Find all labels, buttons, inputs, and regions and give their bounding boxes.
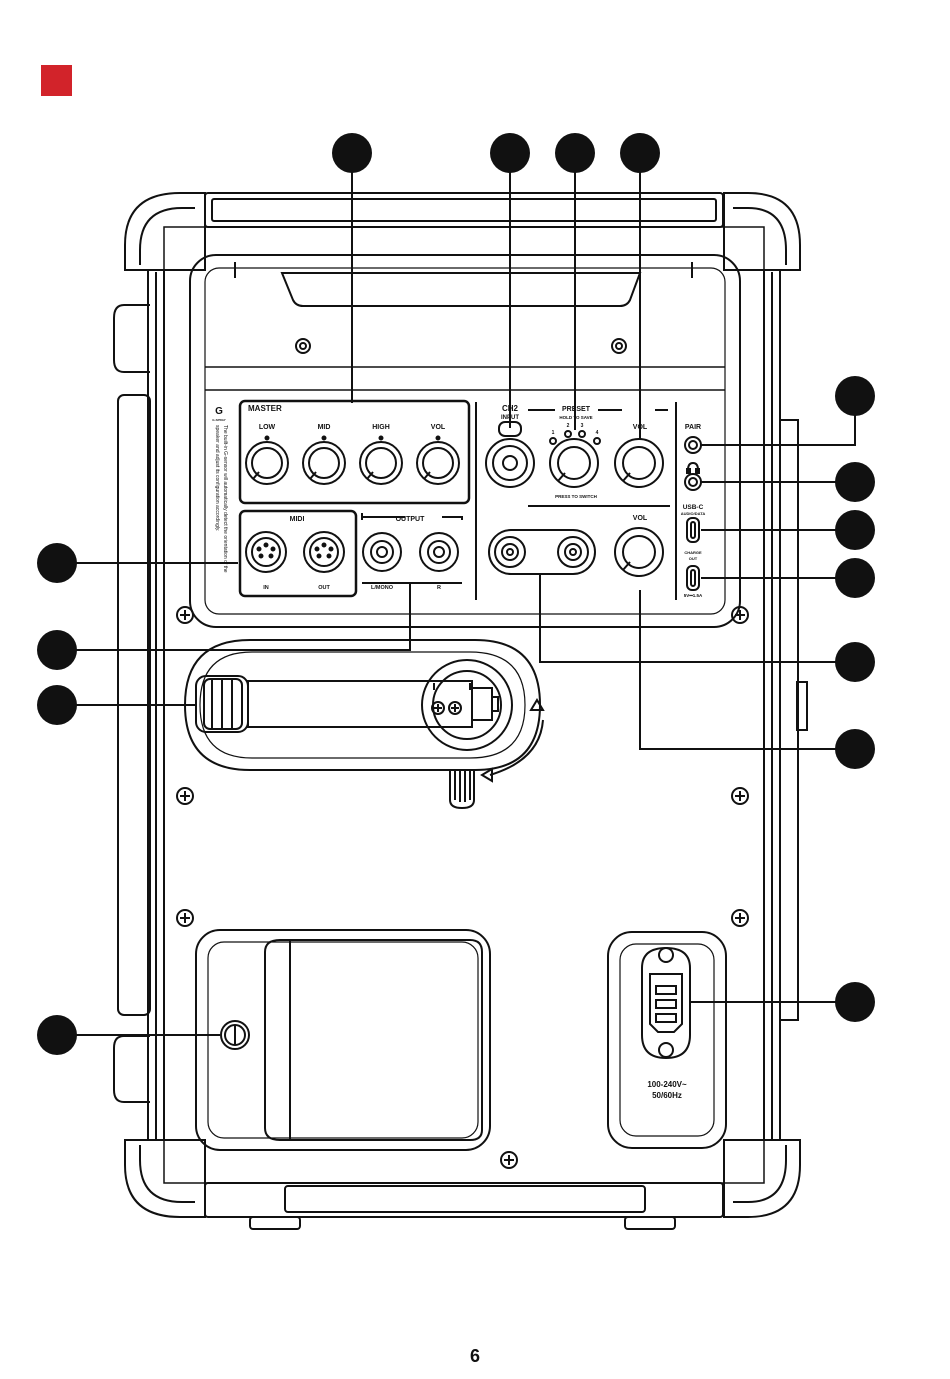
usb-c-charge-port[interactable] <box>686 565 700 591</box>
preset-number-1: 1 <box>552 430 555 436</box>
ac-power-inlet[interactable] <box>641 946 691 1060</box>
logo-sub-label: G-SPRAY <box>212 418 225 422</box>
mid-label: MID <box>318 424 331 431</box>
cable-clip <box>449 770 475 810</box>
callout-ch2-input <box>490 133 530 173</box>
callout-preset <box>555 133 595 173</box>
preset-led-1 <box>549 437 557 445</box>
aux-jacks <box>488 529 596 575</box>
ch2-title: CH2 <box>502 404 519 413</box>
aux-jack-right[interactable] <box>557 536 589 568</box>
callout-output <box>37 630 77 670</box>
callout-lines <box>57 165 856 1036</box>
callout-ac-inlet <box>835 982 875 1022</box>
microphone-holder <box>183 639 542 771</box>
output-r-label: R <box>437 585 441 591</box>
knob-master-vol[interactable] <box>416 435 460 485</box>
callout-aux-input <box>835 642 875 682</box>
pair-button[interactable] <box>684 436 702 454</box>
midi-in-port[interactable] <box>245 531 287 573</box>
preset-led-2 <box>564 430 572 438</box>
headphone-jack[interactable] <box>684 473 702 491</box>
screw <box>176 909 194 927</box>
knob-low[interactable] <box>245 435 289 485</box>
battery-cover-latch[interactable] <box>220 1020 250 1050</box>
page-number: 6 <box>469 1346 480 1366</box>
master-title: MASTER <box>248 404 282 413</box>
battery-compartment <box>195 929 491 1151</box>
charge-rating-label: 5V⎓1.5A <box>684 593 703 598</box>
screw <box>731 787 749 805</box>
callout-ch2-vol <box>620 133 660 173</box>
callout-headphone <box>835 462 875 502</box>
output-r-jack[interactable] <box>419 532 459 572</box>
preset-title: PRESET <box>562 406 591 413</box>
output-title: OUTPUT <box>396 516 426 523</box>
midi-in-label: IN <box>263 585 269 591</box>
section-marker <box>41 65 72 96</box>
rotate-arrow <box>480 698 545 783</box>
usbc-label: USB-C <box>683 504 704 511</box>
usb-c-audio-port[interactable] <box>686 517 700 543</box>
g-logo-icon: G <box>215 406 223 417</box>
press-to-switch-label: PRESS TO SWITCH <box>555 494 597 499</box>
screw <box>176 606 194 624</box>
hold-to-save-label: HOLD TO SAVE <box>559 415 592 420</box>
ch2-combo-input[interactable] <box>485 421 535 488</box>
callout-markers <box>37 133 875 1055</box>
aux-jack-left[interactable] <box>494 536 526 568</box>
g-sensor-note-line-1: The built-in G-sensor will automatically… <box>222 425 228 573</box>
screw <box>731 606 749 624</box>
knob-high[interactable] <box>359 435 403 485</box>
preset-number-4: 4 <box>596 430 599 436</box>
callout-microphone <box>37 685 77 725</box>
midi-out-port[interactable] <box>303 531 345 573</box>
aux-vol-knob[interactable] <box>614 527 664 577</box>
usbc-sub-label: AUDIO/DATA <box>681 511 706 516</box>
midi-out-label: OUT <box>318 585 330 591</box>
callout-usbc-charge <box>835 558 875 598</box>
ch2-input-label: INPUT <box>501 415 519 421</box>
g-sensor-note-line-2: speaker and adjust its configuration acc… <box>214 425 220 531</box>
high-label: HIGH <box>372 424 390 431</box>
preset-number-3: 3 <box>581 423 584 429</box>
power-rating-frequency: 50/60Hz <box>652 1091 682 1100</box>
output-lmono-label: L/MONO <box>371 585 394 591</box>
low-label: LOW <box>259 424 276 431</box>
knob-mid[interactable] <box>302 435 346 485</box>
screw <box>176 787 194 805</box>
callout-master-eq <box>332 133 372 173</box>
ac-power-inlet-frame <box>607 931 727 1149</box>
aux-vol-label: VOL <box>633 515 648 522</box>
headphone-icon <box>686 461 700 474</box>
charge-sub-label: OUT <box>689 556 698 561</box>
callout-pair <box>835 376 875 416</box>
screw <box>731 909 749 927</box>
screw <box>295 338 311 354</box>
callout-battery <box>37 1015 77 1055</box>
callout-aux-vol <box>835 729 875 769</box>
output-lmono-jack[interactable] <box>362 532 402 572</box>
wireless-microphone[interactable] <box>195 675 499 733</box>
screw <box>611 338 627 354</box>
power-rating-voltage: 100-240V~ <box>647 1080 687 1089</box>
midi-title: MIDI <box>290 516 305 523</box>
callout-usbc-audio <box>835 510 875 550</box>
charge-label: CHARGE <box>684 550 702 555</box>
preset-led-3 <box>578 430 586 438</box>
pair-label: PAIR <box>685 424 701 431</box>
callout-midi <box>37 543 77 583</box>
control-panel <box>189 254 741 628</box>
ch2-vol-knob[interactable] <box>614 438 664 488</box>
screw <box>500 1151 518 1169</box>
preset-number-2: 2 <box>567 423 570 429</box>
ch2-vol-label: VOL <box>633 424 648 431</box>
preset-knob[interactable] <box>549 438 599 488</box>
master-vol-label: VOL <box>431 424 446 431</box>
preset-led-4 <box>593 437 601 445</box>
